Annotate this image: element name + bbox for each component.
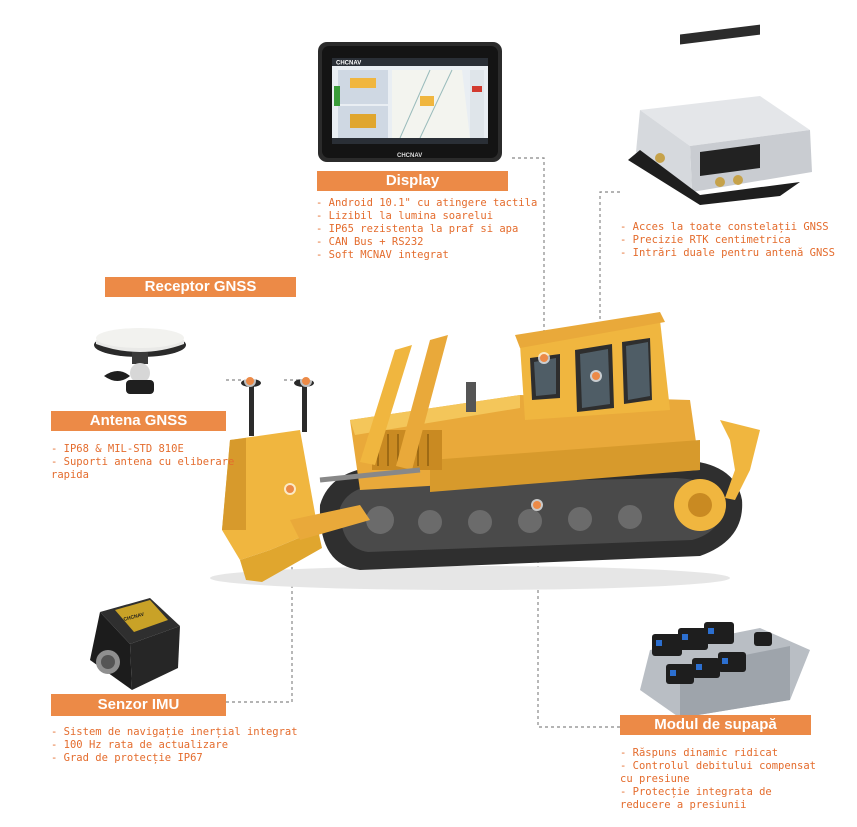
gnss-antenna-feature-list: IP68 & MIL-STD 810E Suporti antena cu el… xyxy=(51,443,271,482)
hotspots xyxy=(244,352,602,511)
gnss-receiver-feature-list: Acces la toate constelații GNSS Precizie… xyxy=(620,221,850,260)
imu-sensor-feature-list: Sistem de navigație inerțial integrat 10… xyxy=(51,726,301,765)
valve-module-feature: Controlul debitului compensat cu presiun… xyxy=(620,760,820,786)
display-feature: Soft MCNAV integrat xyxy=(316,249,556,262)
gnss-receiver-feature: Precizie RTK centimetrica xyxy=(620,234,850,247)
valve-module-feature: Răspuns dinamic ridicat xyxy=(620,747,820,760)
screen-brand: CHCNAV xyxy=(336,61,361,67)
imu-sensor-title: Senzor IMU xyxy=(51,694,226,716)
hotspot-display[interactable] xyxy=(538,352,550,364)
valve-module-feature-list: Răspuns dinamic ridicat Controlul debitu… xyxy=(620,747,820,812)
leader-receiver xyxy=(599,191,620,375)
leader-display xyxy=(512,157,545,355)
gnss-antenna-title: Antena GNSS xyxy=(51,411,226,431)
gnss-antenna-feature: IP68 & MIL-STD 810E xyxy=(51,443,271,456)
bezel-brand: CHCNAV xyxy=(397,153,422,159)
bulldozer-icon xyxy=(210,312,760,590)
imu-sensor-feature: Sistem de navigație inerțial integrat xyxy=(51,726,301,739)
hydraulic-valve-block-icon xyxy=(640,622,810,718)
imu-device-brand: CHCNAV xyxy=(123,612,145,623)
display-feature: Lizibil la lumina soarelui xyxy=(316,210,556,223)
imu-sensor-feature: Grad de protecție IP67 xyxy=(51,752,301,765)
valve-module-title: Modul de supapă xyxy=(620,715,811,735)
gnss-antenna-icon xyxy=(94,328,186,394)
hotspot-antenna-left[interactable] xyxy=(244,375,256,387)
display-feature-list: Android 10.1" cu atingere tactila Lizibi… xyxy=(316,197,556,262)
tablet-display-icon: CHCNAV CHCNAV xyxy=(318,42,502,162)
display-feature: CAN Bus + RS232 xyxy=(316,236,556,249)
display-title: Display xyxy=(317,171,508,191)
gnss-receiver-feature: Acces la toate constelații GNSS xyxy=(620,221,850,234)
gnss-receiver-box-icon xyxy=(628,24,812,205)
display-feature: IP65 rezistenta la praf si apa xyxy=(316,223,556,236)
hotspot-antenna-right[interactable] xyxy=(300,375,312,387)
hotspot-receiver[interactable] xyxy=(590,370,602,382)
imu-sensor-icon: CHCNAV xyxy=(90,598,180,690)
valve-module-feature: Protecție integrata de reducere a presiu… xyxy=(620,786,820,812)
hotspot-imu[interactable] xyxy=(284,483,296,495)
imu-sensor-feature: 100 Hz rata de actualizare xyxy=(51,739,301,752)
hotspot-valve[interactable] xyxy=(531,499,543,511)
gnss-receiver-title: Receptor GNSS xyxy=(105,277,296,297)
gnss-receiver-feature: Intrări duale pentru antenă GNSS xyxy=(620,247,850,260)
leader-imu xyxy=(226,490,293,703)
display-feature: Android 10.1" cu atingere tactila xyxy=(316,197,556,210)
gnss-antenna-feature: Suporti antena cu eliberare rapida xyxy=(51,456,271,482)
